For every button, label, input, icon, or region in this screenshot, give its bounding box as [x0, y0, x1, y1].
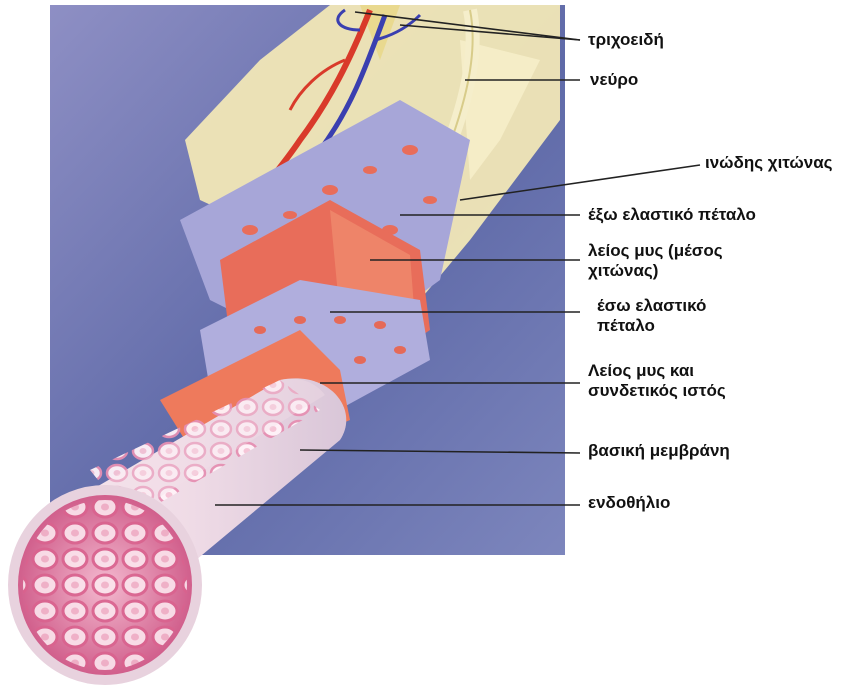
- label-external-elastic-lamina: έξω ελαστικό πέταλο: [588, 205, 756, 224]
- label-basement-membrane: βασική μεμβράνη: [588, 441, 730, 460]
- label-internal-elastic-lamina-line1: έσω ελαστικό: [597, 296, 706, 315]
- label-tunica-fibrosa: ινώδης χιτώνας: [705, 153, 833, 172]
- label-smooth-muscle-connective-line1: Λείος μυς και: [588, 361, 694, 380]
- label-capillaries: τριχοειδή: [588, 30, 664, 49]
- label-smooth-muscle-media-line2: χιτώνας): [588, 261, 658, 280]
- label-endothelium: ενδοθήλιο: [588, 493, 670, 512]
- label-smooth-muscle-media-line1: λείος μυς (μέσος: [588, 241, 723, 260]
- label-internal-elastic-lamina-line2: πέταλο: [597, 316, 655, 335]
- label-smooth-muscle-connective-line2: συνδετικός ιστός: [588, 381, 726, 400]
- label-nerve: νεύρο: [590, 70, 638, 89]
